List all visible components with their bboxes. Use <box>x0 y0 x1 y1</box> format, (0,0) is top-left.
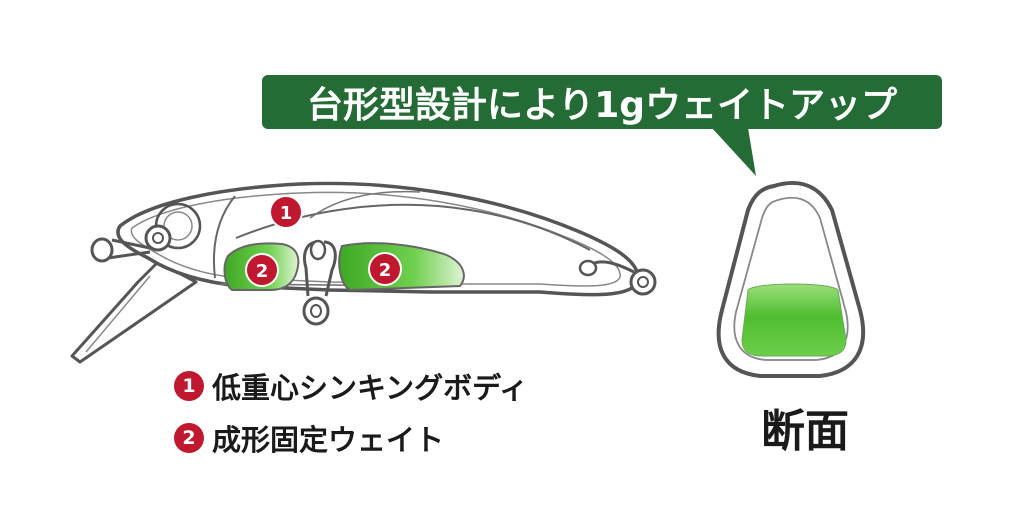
legend-badge: 2 <box>174 423 204 453</box>
legend-label: 成形固定ウェイト <box>212 423 445 457</box>
diagram-marker-2-front-label: 2 <box>256 261 269 282</box>
diagram-marker-1: 1 <box>269 195 303 229</box>
cross-section-shape <box>716 181 866 378</box>
diagram-marker-2-rear-label: 2 <box>379 260 392 281</box>
tail-hook-eye <box>578 259 657 296</box>
diagram-marker-1-label: 1 <box>280 203 293 224</box>
lure-lip <box>70 260 198 364</box>
callout-bubble <box>262 75 942 176</box>
diagram-marker-2-front: 2 <box>245 253 279 287</box>
legend-item: 2 成形固定ウェイト <box>174 418 528 458</box>
belly-hook-eye <box>302 239 337 326</box>
legend-badge: 1 <box>174 371 204 401</box>
legend-label: 低重心シンキングボディ <box>212 371 529 405</box>
line-tie-eye <box>90 224 172 263</box>
legend-item: 1 低重心シンキングボディ <box>174 366 528 406</box>
callout-text: 台形型設計により1gウェイトアップ <box>306 85 898 126</box>
diagram-marker-2-rear: 2 <box>368 252 402 286</box>
cross-section-label: 断面 <box>761 406 849 457</box>
legend: 1 低重心シンキングボディ 2 成形固定ウェイト <box>174 366 528 470</box>
